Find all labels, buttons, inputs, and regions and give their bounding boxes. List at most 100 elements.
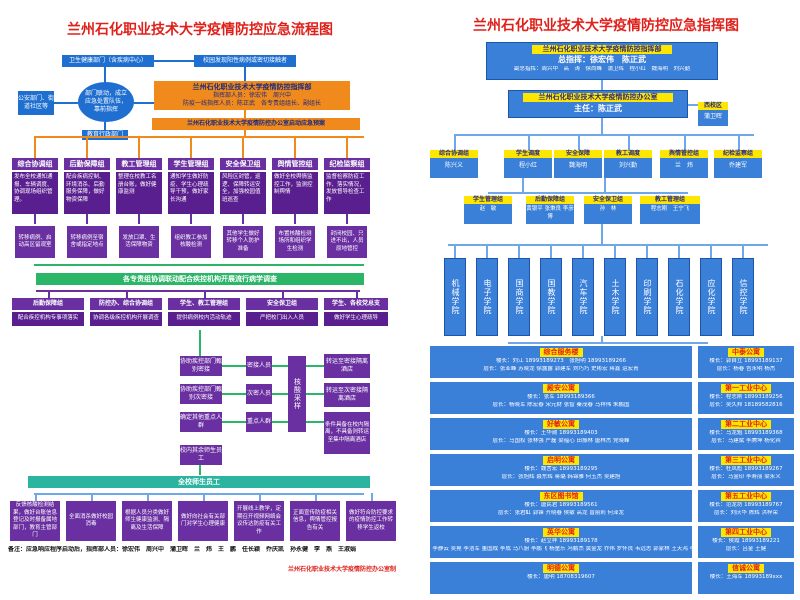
center-v: 核酸采样 bbox=[288, 356, 306, 432]
right-group-person: 陈兴义 bbox=[444, 162, 463, 169]
connector bbox=[684, 134, 686, 150]
connector bbox=[203, 493, 205, 501]
right-group-box: 舆情管控组兰 炜 bbox=[660, 150, 708, 178]
center-c2: 协助疾控部门甄别次密接 bbox=[180, 384, 222, 404]
dorm-right-name: 信诚公寓 bbox=[728, 564, 764, 573]
dorm-right-line1: 楼长：马龙魁 18993189368 bbox=[709, 430, 783, 436]
right-hq-members: 副总指挥：周兴中 高 涛 徐尚峰 蒲卫晖 程小红 魏海明 刘兴勤 bbox=[513, 66, 690, 72]
connector bbox=[204, 290, 206, 298]
connector bbox=[346, 136, 348, 158]
right-subgroup-box: 学生管理组赵 敏 bbox=[464, 196, 512, 224]
center-c1: 协助疾控部门甄别密接 bbox=[180, 356, 222, 376]
dorm-right-line1: 楼长：郭自立 18993189137 bbox=[709, 358, 783, 364]
college-box: 机械学院 bbox=[444, 258, 466, 336]
center-p3: 重点人群 bbox=[246, 412, 272, 432]
connector bbox=[86, 214, 88, 224]
connector bbox=[190, 136, 192, 158]
left-group-name: 后勤保障组 bbox=[64, 158, 110, 170]
left-hq-box: 兰州石化职业技术大学疫情防控指挥部 指挥部人员：徐宏伟 周兴中 防疫一线指挥人员… bbox=[154, 81, 350, 110]
connector bbox=[356, 290, 358, 298]
connector bbox=[242, 214, 244, 224]
college-box: 汽车学院 bbox=[572, 258, 594, 336]
right-group-box: 学生调度程小红 bbox=[504, 150, 552, 178]
connector bbox=[582, 244, 584, 258]
dorm-right-name: 第四工业中心 bbox=[721, 528, 771, 537]
health-dept-box: 卫生健康部门（含疾病中心） bbox=[62, 55, 154, 67]
right-group-name: 综合协调组 bbox=[430, 150, 478, 158]
dept-link-circle: 部门联动，成立应急处置队伍，靠前指挥 bbox=[78, 82, 134, 122]
dorm-right-line2: 层长：杨春 吉永明 杨杰 bbox=[716, 365, 776, 372]
left-title: 兰州石化职业技术大学疫情防控应急流程图 bbox=[67, 22, 333, 38]
right-group-person: 乔建军 bbox=[728, 162, 747, 169]
left-group-desc: 配合疾病控制、环境消杀、后勤服务保障，做好物资保障 bbox=[64, 172, 110, 214]
left-row2-desc: 提供病例校内活动轨迹 bbox=[168, 312, 240, 326]
connector bbox=[86, 136, 88, 158]
left-row2-name: 后勤保障组 bbox=[12, 298, 84, 310]
dorm-left-line2: 层长：张旭辉 聂东辉 蒋璐 韩锦雅 何玉杰 吴建旭 bbox=[501, 473, 621, 480]
right-group-person: 程小红 bbox=[518, 162, 537, 169]
left-row2-desc: 配合疾控机构专事项落实 bbox=[12, 312, 84, 326]
connector bbox=[294, 214, 296, 224]
xixiaoqu-name: 西校区 bbox=[698, 102, 728, 110]
left-group-name: 教工管理组 bbox=[116, 158, 162, 170]
left-group-desc: 监督检察防疫工作、落实情况，发放督导检查工作 bbox=[324, 172, 370, 214]
dorm-left-line1: 楼长：刘江 18993189273 张旭明 18993189266 bbox=[496, 358, 626, 364]
right-office-head: 主任：陈正武 bbox=[574, 104, 622, 113]
right-group-box: 安全保障魏海明 bbox=[554, 150, 602, 178]
left-sub-step: 布置核酸检测场所和组织学生检测 bbox=[275, 226, 315, 258]
right-hq-leads: 总指挥：徐宏伟 陈正武 bbox=[558, 55, 646, 64]
right-group-name: 学生调度 bbox=[504, 150, 552, 158]
center-p2: 次密人员 bbox=[246, 384, 272, 404]
dorm-left-line1: 楼长：张军 18993189366 bbox=[527, 394, 595, 400]
connector bbox=[48, 290, 50, 298]
left-group-name: 纪检监察组 bbox=[324, 158, 370, 170]
connector bbox=[486, 244, 488, 258]
right-subgroup-name: 安全保卫组 bbox=[584, 196, 632, 204]
college-box: 印刷学院 bbox=[636, 258, 658, 336]
connector bbox=[646, 244, 648, 258]
left-bottom-step: 全面消杀做好校园消毒 bbox=[66, 501, 116, 541]
connector bbox=[91, 493, 93, 501]
right-group-box: 综合协调组陈兴义 bbox=[430, 150, 478, 178]
left-group-name: 学生管理组 bbox=[168, 158, 214, 170]
right-group-box: 教工调度刘兴勤 bbox=[604, 150, 652, 178]
right-subgroup-name: 后勤保障组 bbox=[526, 196, 574, 204]
left-group-name: 安全保卫组 bbox=[220, 158, 266, 170]
connector bbox=[35, 493, 37, 501]
left-hq-title: 兰州石化职业技术大学疫情防控指挥部 bbox=[192, 83, 312, 91]
right-office-title: 兰州石化职业技术大学疫情防控办公室 bbox=[523, 93, 673, 102]
left-row2-desc: 做好学生心理疏导 bbox=[324, 312, 388, 326]
right-subgroup-name: 教工管理组 bbox=[640, 196, 700, 204]
college-box: 石化学院 bbox=[668, 258, 690, 336]
left-row2-name: 学生、教工管理组 bbox=[168, 298, 240, 310]
dorm-left-name: 综合服务楼 bbox=[539, 348, 583, 357]
dorm-right-name: 中泰公寓 bbox=[728, 348, 764, 357]
right-group-name: 舆情管控组 bbox=[660, 150, 708, 158]
left-row2-name: 安全保卫组 bbox=[246, 298, 318, 310]
left-row2-name: 学生、各校党总支 bbox=[324, 298, 388, 310]
left-bottom-step: 反馈核酸检测结果，做好台账信息登记及时报备属地部门，教育主管部门 bbox=[10, 501, 60, 541]
college-box: 国商学院 bbox=[508, 258, 530, 336]
left-bottom-step: 做好符合防控要求的疫情防控工作转移学生返校 bbox=[346, 501, 396, 541]
left-bottom-step: 开展线上教学，定期召开视频网络会议传达防疫有关工作 bbox=[234, 501, 284, 541]
left-footer: 兰州石化职业技术大学疫情防控办公室制 bbox=[287, 566, 396, 573]
college-box: 土木学院 bbox=[604, 258, 626, 336]
dorm-right-line1: 楼长：程志刚 18993189256 bbox=[709, 394, 783, 400]
dorm-right-box: 信诚公寓楼长：王海军 18993189xxx bbox=[698, 562, 794, 594]
dorm-right-name: 第二工业中心 bbox=[721, 420, 771, 429]
connector bbox=[282, 290, 284, 298]
edu-dept-box: 教育行政部门 bbox=[82, 130, 128, 140]
right-subgroup-person: 孙 林 bbox=[599, 206, 617, 212]
connector bbox=[126, 290, 128, 298]
center-c4: 校内其余师生员工 bbox=[180, 445, 222, 465]
connector bbox=[578, 134, 580, 150]
center-r1: 转运至密接隔离酒店 bbox=[324, 354, 370, 378]
dorm-left-name: 殿安公寓 bbox=[543, 384, 579, 393]
dorm-left-line1: 楼长：魏言宏 18993189295 bbox=[524, 466, 598, 472]
